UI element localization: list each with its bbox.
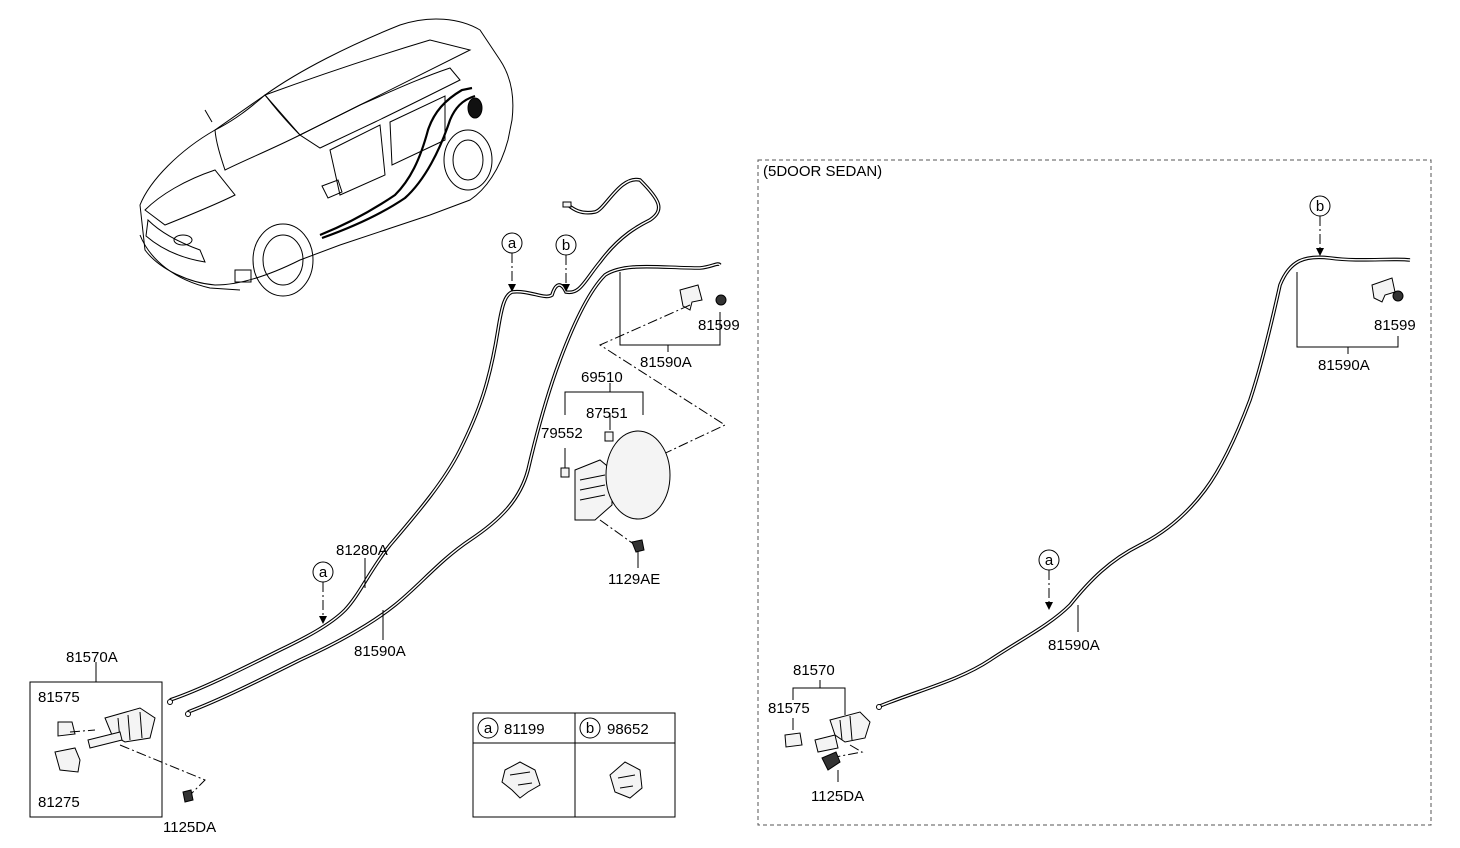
label-1125DA: 1125DA — [163, 819, 216, 836]
sedan-label-1125DA: 1125DA — [811, 788, 864, 805]
svg-text:b: b — [562, 237, 570, 254]
label-81570A: 81570A — [66, 649, 118, 666]
svg-text:b: b — [586, 720, 594, 737]
sedan-marker-b: b — [1309, 195, 1331, 256]
clip-81199-icon — [501, 761, 541, 799]
label-79552: 79552 — [541, 425, 583, 442]
sedan-label-81575: 81575 — [768, 700, 810, 717]
cable-ends — [167, 201, 572, 717]
sedan-lever-81570 — [784, 680, 871, 782]
sedan-panel — [757, 159, 1432, 826]
sedan-panel-title: (5DOOR SEDAN) — [763, 163, 882, 180]
car-illustration — [139, 18, 514, 297]
sedan-label-81599: 81599 — [1374, 317, 1416, 334]
sedan-marker-a: a — [1038, 549, 1060, 610]
cable-81590A — [187, 262, 722, 714]
actuator-81590A-top — [598, 272, 727, 466]
sedan-cable-81590A — [876, 255, 1411, 710]
label-1129AE: 1129AE — [608, 571, 660, 588]
label-87551: 87551 — [586, 405, 628, 422]
cable-81280A — [169, 177, 661, 702]
marker-b-top: b — [555, 234, 577, 292]
sedan-label-81570: 81570 — [793, 662, 835, 679]
legend-b-code: 98652 — [607, 721, 649, 738]
label-81280A: 81280A — [336, 542, 388, 559]
legend-table: a 81199 b 98652 — [472, 712, 676, 818]
svg-text:a: a — [319, 564, 328, 581]
svg-text:a: a — [484, 720, 493, 737]
svg-text:a: a — [1045, 552, 1054, 569]
lever-assembly-81570A — [29, 662, 206, 818]
sedan-label-81590A-lower: 81590A — [1048, 637, 1100, 654]
svg-text:b: b — [1316, 198, 1324, 215]
marker-a-top: a — [501, 232, 523, 292]
legend-a-code: 81199 — [504, 721, 545, 738]
label-81575: 81575 — [38, 689, 80, 706]
label-81599: 81599 — [698, 317, 740, 334]
label-81590A-main: 81590A — [354, 643, 406, 660]
label-81275: 81275 — [38, 794, 80, 811]
sedan-actuator — [1296, 272, 1404, 354]
fuel-door-69510 — [560, 383, 671, 568]
clip-98652-icon — [609, 761, 643, 799]
label-69510: 69510 — [581, 369, 623, 386]
svg-text:a: a — [508, 235, 517, 252]
label-81590A-top: 81590A — [640, 354, 692, 371]
marker-a-lower: a — [312, 561, 334, 624]
sedan-label-81590A-top: 81590A — [1318, 357, 1370, 374]
